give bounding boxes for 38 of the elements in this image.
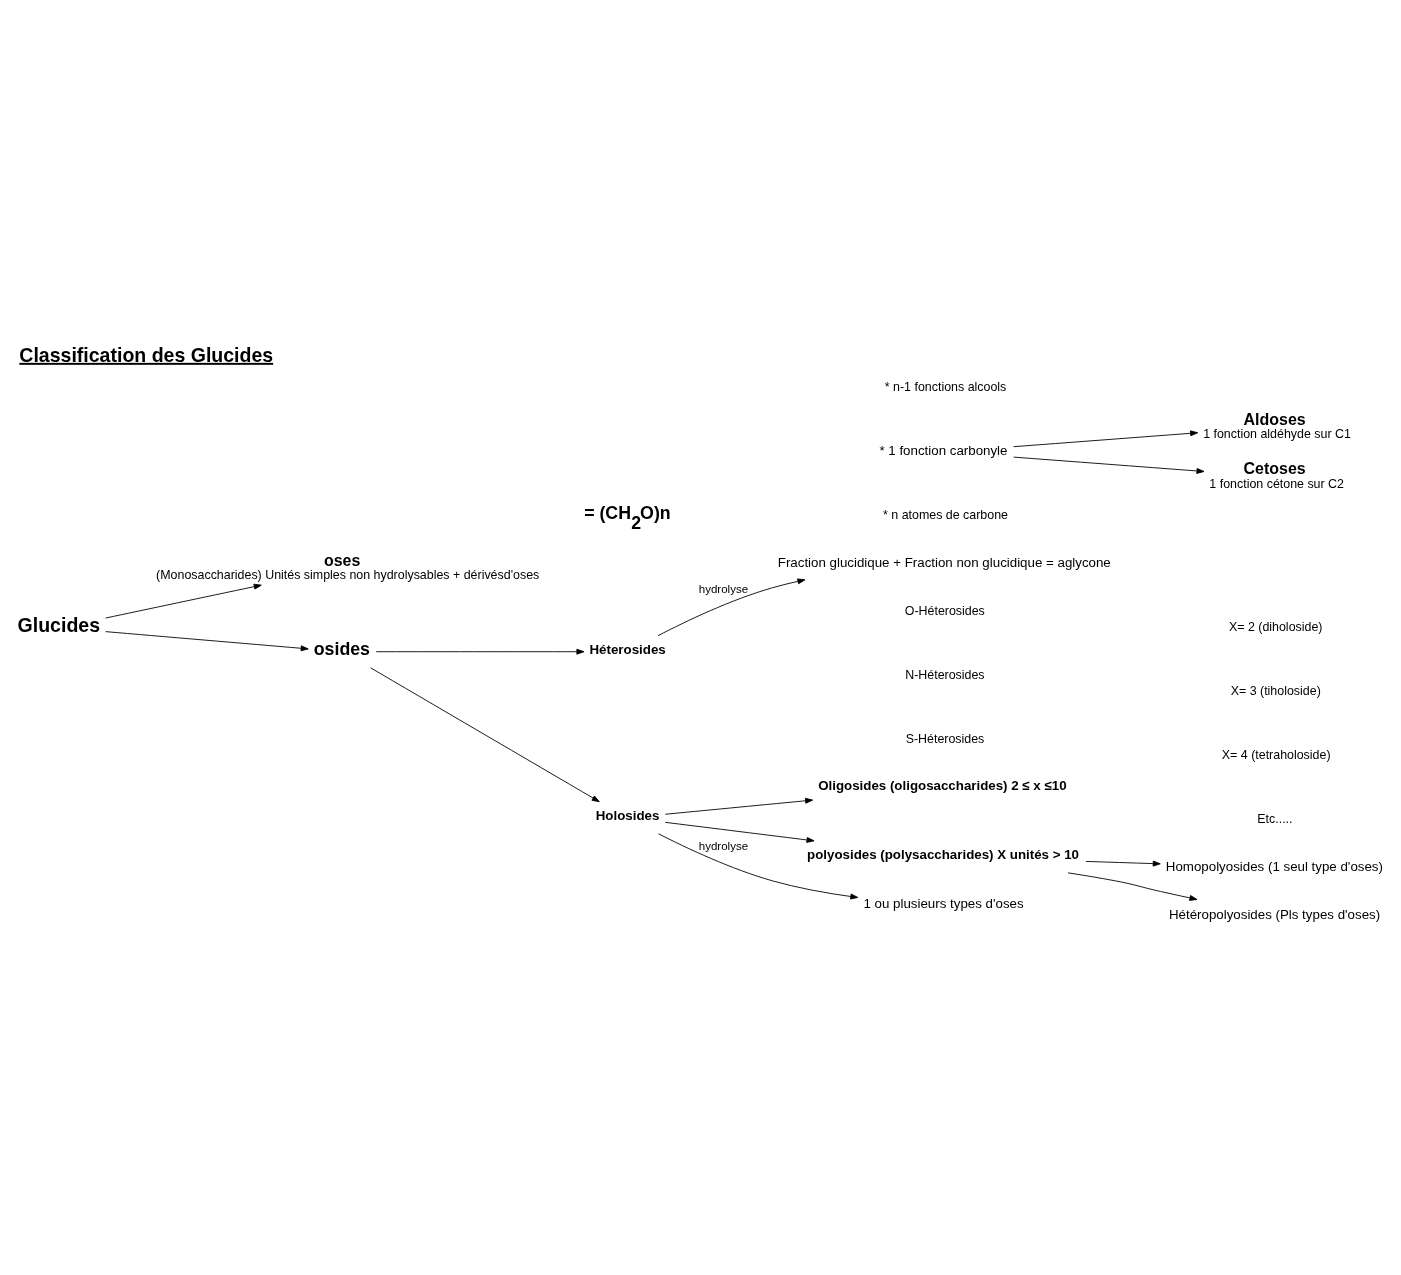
node-text: polyosides (polysaccharides) X unités > 10 [807, 847, 1079, 863]
node-text: Fraction glucidique + Fraction non glucidique = aglycone [777, 554, 1111, 570]
edge-label: hydrolyse [698, 840, 749, 853]
label: * n atomes de carbone [883, 508, 1008, 523]
arrow [370, 667, 600, 803]
label: N-Héterosides [905, 667, 985, 682]
label: O-Héterosides [904, 604, 985, 619]
node-text: oses (Monosaccharides) Unités simples non hydrolysables + dérivésd'oses [156, 551, 540, 583]
label: S-Héterosides [905, 731, 985, 746]
node-text: Glucides [17, 613, 101, 636]
node-text: Hétéropolyosides (Pls types d'oses) [1168, 906, 1381, 922]
arrow [664, 797, 814, 815]
node-text: Holosides [595, 808, 660, 823]
node-text: Cetoses 1 fonction cétone sur C2 [1209, 460, 1345, 491]
label: X= 4 (tetraholoside) [1221, 747, 1331, 762]
node-text: Aldoses 1 fonction aldéhyde sur C1 [1203, 410, 1351, 441]
arrow [664, 821, 815, 843]
node-text: osides [313, 639, 370, 660]
label: X= 3 (tiholoside) [1230, 683, 1321, 698]
arrow [1085, 860, 1161, 867]
arrow [1013, 430, 1199, 448]
diagram-title: Classification des Glucides [19, 343, 274, 366]
arrow [105, 583, 262, 619]
arrow [375, 648, 585, 655]
arrow [658, 833, 859, 900]
arrow [105, 631, 309, 652]
node-text: Oligosides (oligosaccharides) 2 ≤ x ≤10 [818, 777, 1067, 793]
node-text: Homopolyosides (1 seul type d'oses) [1165, 858, 1383, 874]
node-text: Héterosides [589, 641, 666, 657]
edge-label: hydrolyse [698, 582, 749, 595]
arrow [1013, 456, 1205, 474]
label: * n-1 fonctions alcools [884, 380, 1007, 395]
node-text: 1 ou plusieurs types d'oses [863, 895, 1024, 911]
label: Etc..... [1257, 811, 1293, 826]
arrow [657, 578, 806, 637]
arrow [1067, 872, 1198, 901]
node-text: * 1 fonction carbonyle [879, 443, 1008, 458]
label: X= 2 (diholoside) [1228, 620, 1323, 635]
